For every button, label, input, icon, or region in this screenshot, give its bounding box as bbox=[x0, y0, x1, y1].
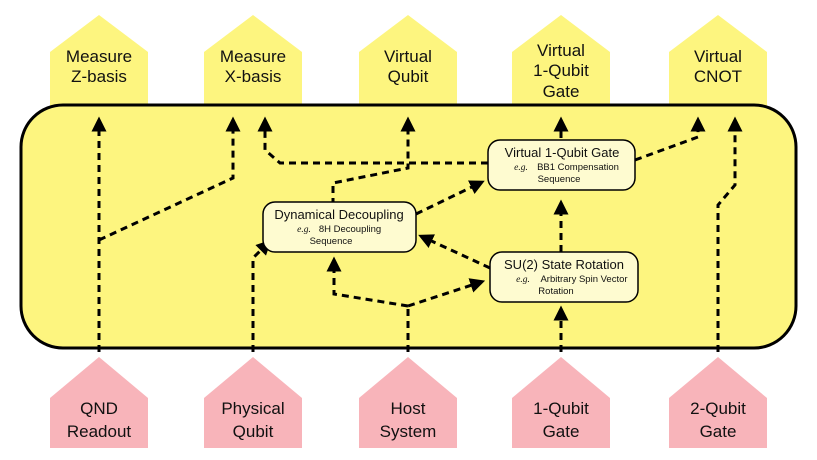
output-label-line1: Virtual bbox=[384, 47, 432, 66]
arrow-physical-to-measure-x bbox=[98, 116, 241, 242]
input-label-line2: Readout bbox=[67, 422, 132, 441]
input-label-line1: 2-Qubit bbox=[690, 399, 746, 418]
input-label-line1: Host bbox=[391, 399, 426, 418]
input-label-line1: 1-Qubit bbox=[533, 399, 589, 418]
input-label-line1: Physical bbox=[221, 399, 284, 418]
output-measure-z-basis: Measure Z-basis bbox=[50, 15, 148, 112]
arrow-host-to-dd bbox=[326, 256, 409, 308]
output-virtual-cnot: Virtual CNOT bbox=[669, 15, 767, 112]
output-label-line1: Measure bbox=[66, 47, 132, 66]
output-virtual-qubit: Virtual Qubit bbox=[359, 15, 457, 112]
output-virtual-1-qubit-gate: Virtual 1-Qubit Gate bbox=[512, 15, 610, 112]
arrow-host-to-su2 bbox=[407, 278, 486, 308]
output-shape bbox=[50, 15, 148, 112]
output-label-line2: Qubit bbox=[388, 67, 429, 86]
box-sub-line2: Sequence bbox=[538, 174, 581, 185]
input-2-qubit-gate: 2-Qubit Gate bbox=[669, 357, 767, 448]
output-shape bbox=[512, 15, 610, 112]
box-shape bbox=[262, 201, 417, 253]
input-physical-qubit: Physical Qubit bbox=[204, 357, 302, 448]
input-label-line2: System bbox=[380, 422, 437, 441]
input-label-line1: QND bbox=[80, 399, 118, 418]
box-sub-line1: 8H Decoupling bbox=[319, 224, 381, 235]
box-shape bbox=[489, 251, 639, 303]
output-measure-x-basis: Measure X-basis bbox=[204, 15, 302, 112]
output-shape bbox=[669, 15, 767, 112]
box-eg: e.g. bbox=[297, 225, 311, 235]
box-eg: e.g. bbox=[516, 275, 530, 285]
input-label-line2: Gate bbox=[700, 422, 737, 441]
box-su2-state-rotation: SU(2) State Rotation e.g. Arbitrary Spin… bbox=[489, 251, 639, 303]
input-shape bbox=[50, 357, 148, 448]
output-label-line2: CNOT bbox=[694, 67, 742, 86]
box-eg: e.g. bbox=[514, 163, 528, 173]
output-label-line1: Virtual bbox=[537, 41, 585, 60]
input-shape bbox=[359, 357, 457, 448]
output-shape bbox=[359, 15, 457, 112]
box-sub-line2: Sequence bbox=[310, 236, 353, 247]
input-shape bbox=[669, 357, 767, 448]
box-virtual-1-qubit-gate: Virtual 1-Qubit Gate e.g. BB1 Compensati… bbox=[487, 139, 636, 191]
connection-arrows bbox=[91, 116, 743, 352]
input-1-qubit-gate: 1-Qubit Gate bbox=[512, 357, 610, 448]
output-label-line1: Virtual bbox=[694, 47, 742, 66]
output-label-line2: 1-Qubit bbox=[533, 61, 589, 80]
input-qnd-readout: QND Readout bbox=[50, 357, 148, 448]
box-title: Dynamical Decoupling bbox=[274, 207, 403, 222]
box-sub-line1: Arbitrary Spin Vector bbox=[540, 274, 627, 285]
box-sub-line2: Rotation bbox=[538, 286, 573, 297]
output-shape bbox=[204, 15, 302, 112]
arrow-2q-to-cnot bbox=[716, 116, 743, 352]
output-label-line2: X-basis bbox=[225, 67, 282, 86]
box-title: Virtual 1-Qubit Gate bbox=[505, 145, 620, 160]
input-host-system: Host System bbox=[359, 357, 457, 448]
box-title: SU(2) State Rotation bbox=[504, 257, 624, 272]
box-shape bbox=[487, 139, 636, 191]
arrow-dd-to-virtual-qubit bbox=[331, 116, 416, 205]
arrow-gate-to-cnot bbox=[634, 116, 706, 162]
input-label-line2: Gate bbox=[543, 422, 580, 441]
input-shape bbox=[204, 357, 302, 448]
output-label-line3: Gate bbox=[543, 82, 580, 101]
output-label-line1: Measure bbox=[220, 47, 286, 66]
output-label-line2: Z-basis bbox=[71, 67, 127, 86]
box-sub-line1: BB1 Compensation bbox=[537, 162, 619, 173]
arrow-gate-to-measure-x bbox=[257, 116, 488, 165]
box-dynamical-decoupling: Dynamical Decoupling e.g. 8H Decoupling … bbox=[262, 201, 417, 253]
input-shape bbox=[512, 357, 610, 448]
input-label-line2: Qubit bbox=[233, 422, 274, 441]
